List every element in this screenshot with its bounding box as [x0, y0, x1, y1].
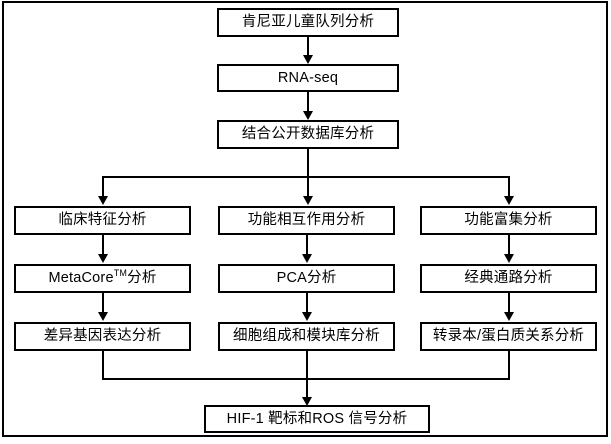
node-deg-label: 差异基因表达分析: [43, 328, 162, 345]
edge-pca-cellmodule-line: [306, 293, 308, 315]
edge-merge-branch-right: [508, 351, 510, 380]
node-interaction-label: 功能相互作用分析: [247, 212, 366, 229]
edge-merge-branch-left: [102, 351, 104, 380]
edge-pathway-transcript-arrow: [504, 312, 514, 321]
node-metacore-label-suffix: 分析: [127, 270, 157, 287]
edge-pca-cellmodule-arrow: [302, 312, 312, 321]
node-metacore-label-prefix: MetaCore: [48, 270, 114, 287]
edge-split-branch-left-arrow: [98, 196, 108, 205]
edge-merge-stem: [306, 378, 308, 400]
edge-enrichment-pathway-arrow: [504, 254, 514, 263]
node-clinical: 临床特征分析: [14, 206, 191, 235]
edge-split-bus: [102, 176, 510, 178]
edge-interaction-pca-line: [306, 235, 308, 257]
node-transcript-protein-label: 转录本/蛋白质关系分析: [432, 328, 585, 345]
diagram-outer-frame: [2, 1, 608, 437]
edge-pathway-transcript-line: [508, 293, 510, 315]
node-cohort: 肯尼亚儿童队列分析: [217, 8, 399, 37]
node-final-label: HIF-1 靶标和ROS 信号分析: [226, 410, 408, 427]
edge-split-branch-right: [508, 176, 510, 198]
edge-split-branch-middle-arrow: [303, 196, 313, 205]
edge-split-branch-middle: [307, 176, 309, 198]
edge-rnaseq-publicdb-arrow: [303, 111, 313, 120]
edge-rnaseq-publicdb-line: [307, 92, 309, 114]
node-transcript-protein: 转录本/蛋白质关系分析: [420, 322, 597, 351]
edge-interaction-pca-arrow: [302, 254, 312, 263]
edge-clinical-metacore-arrow: [98, 254, 108, 263]
edge-split-branch-right-arrow: [504, 196, 514, 205]
node-pca: PCA分析: [218, 264, 395, 293]
node-public-db: 结合公开数据库分析: [217, 120, 399, 149]
node-interaction: 功能相互作用分析: [218, 206, 395, 235]
node-enrichment-label: 功能富集分析: [464, 212, 553, 229]
edge-enrichment-pathway-line: [508, 235, 510, 257]
node-deg: 差异基因表达分析: [14, 322, 191, 351]
node-pca-label: PCA分析: [276, 270, 337, 287]
edge-split-branch-left: [102, 176, 104, 198]
node-final: HIF-1 靶标和ROS 信号分析: [204, 405, 430, 433]
node-pathway: 经典通路分析: [420, 264, 597, 293]
node-metacore-trademark: TM: [113, 268, 128, 279]
node-rnaseq-label: RNA-seq: [277, 69, 339, 86]
node-clinical-label: 临床特征分析: [58, 212, 147, 229]
edge-clinical-metacore-line: [102, 235, 104, 257]
edge-merge-stem-arrow: [302, 397, 312, 406]
node-cell-module-label: 细胞组成和模块库分析: [233, 328, 380, 345]
node-metacore-label: MetaCoreTM分析: [48, 268, 157, 287]
node-enrichment: 功能富集分析: [420, 206, 597, 235]
node-metacore: MetaCoreTM分析: [14, 264, 191, 293]
edge-metacore-deg-line: [102, 293, 104, 315]
edge-metacore-deg-arrow: [98, 312, 108, 321]
node-cohort-label: 肯尼亚儿童队列分析: [241, 14, 375, 31]
edge-cohort-rnaseq-arrow: [303, 55, 313, 64]
edge-cohort-rnaseq-line: [307, 37, 309, 58]
node-rnaseq: RNA-seq: [217, 64, 399, 92]
edge-merge-branch-middle: [306, 351, 308, 380]
edge-split-stem: [307, 149, 309, 177]
node-public-db-label: 结合公开数据库分析: [241, 126, 375, 143]
node-cell-module: 细胞组成和模块库分析: [218, 322, 395, 351]
node-pathway-label: 经典通路分析: [464, 270, 553, 287]
